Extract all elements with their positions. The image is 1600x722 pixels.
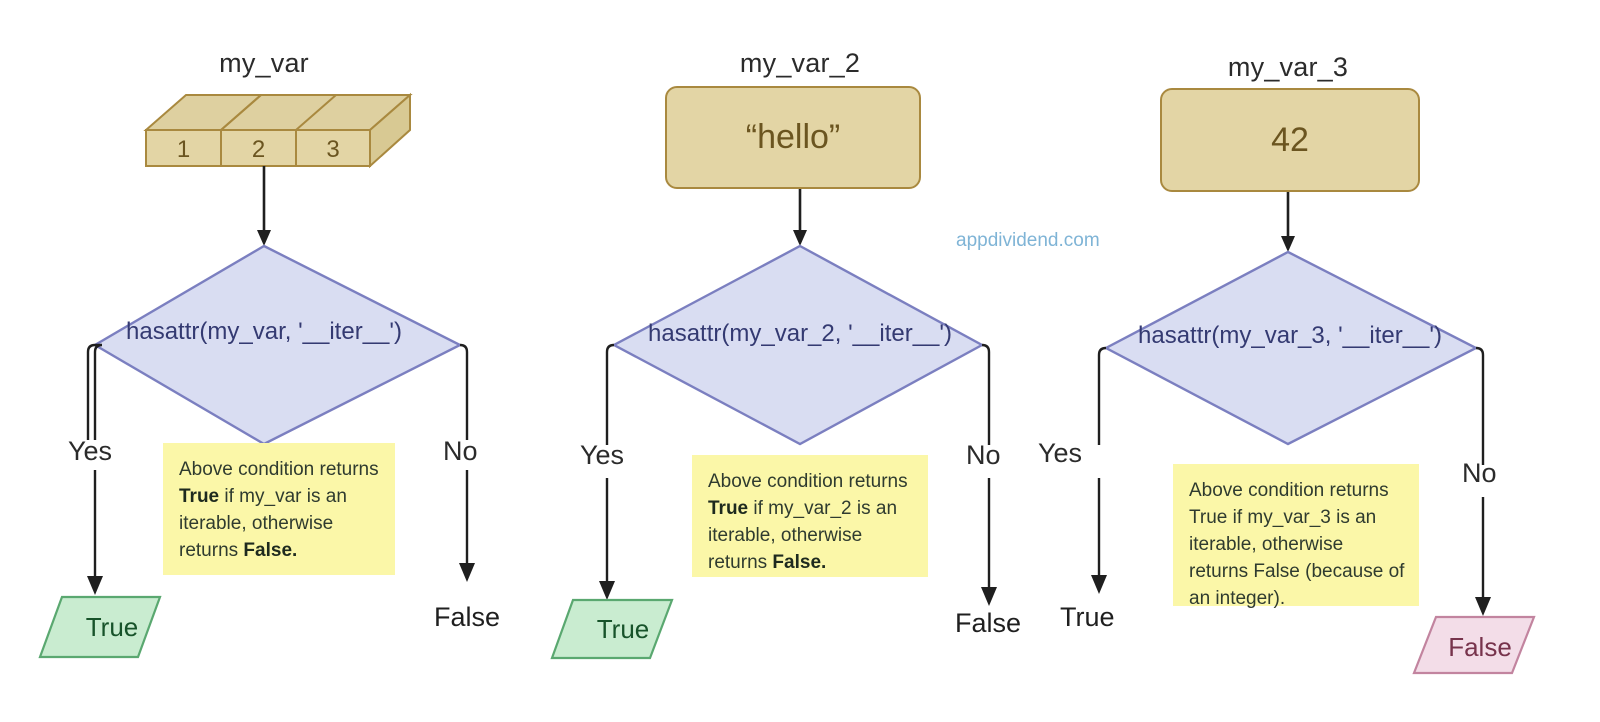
array-cell-2: 3 [326, 135, 340, 163]
branch-label-yes-2: Yes [580, 440, 625, 470]
array-box-3d [143, 92, 413, 169]
value-box-2: “hello” [665, 86, 921, 189]
terminal-true-2: True [596, 614, 650, 644]
terminal-false-2: False [955, 608, 1022, 638]
array-cell-0: 1 [176, 135, 191, 163]
terminal-true-1: True [85, 612, 139, 642]
terminal-false-3: False [1448, 632, 1512, 662]
decision-label-1: hasattr(my_var, '__iter__') [126, 318, 402, 345]
branch-label-no-1: No [443, 436, 478, 466]
watermark-label: appdividend.com [956, 230, 1100, 251]
decision-label-3: hasattr(my_var_3, '__iter__') [1138, 322, 1442, 349]
branch-label-yes-1: Yes [68, 436, 113, 466]
terminal-false-1: False [434, 602, 501, 632]
decision-label-2: hasattr(my_var_2, '__iter__') [648, 320, 952, 347]
var-title-3: my_var_3 [1227, 52, 1349, 82]
array-cell-1: 2 [251, 135, 266, 163]
branch-label-no-3: No [1462, 458, 1497, 488]
terminal-true-3: True [1060, 602, 1115, 632]
branch-label-no-2: No [966, 440, 1001, 470]
var-title-2: my_var_2 [739, 48, 861, 78]
value-box-3: 42 [1160, 88, 1420, 192]
var-title-1: my_var [219, 48, 309, 78]
branch-label-yes-3: Yes [1038, 438, 1083, 468]
